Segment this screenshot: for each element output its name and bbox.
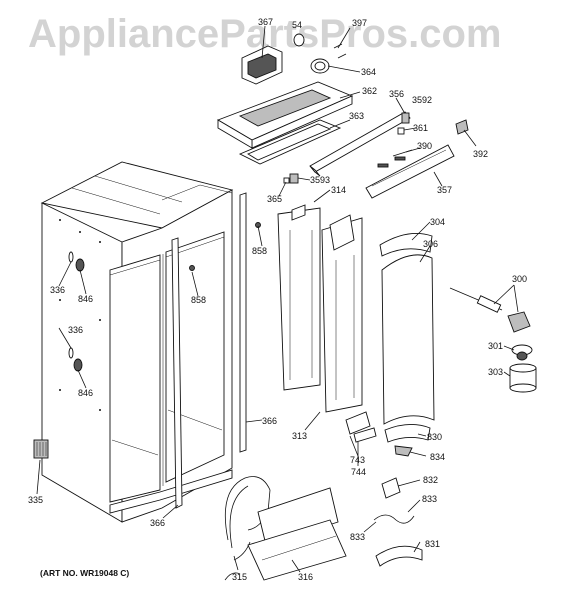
part-label-362: 362 <box>362 86 377 96</box>
part-label-357: 357 <box>437 185 452 195</box>
part-label-336-lower: 336 <box>68 325 83 335</box>
part-label-3593: 3593 <box>310 175 330 185</box>
part-label-392: 392 <box>473 149 488 159</box>
part-label-833-left: 833 <box>350 532 365 542</box>
part-label-833-right: 833 <box>422 494 437 504</box>
part-label-858-upper: 858 <box>252 246 267 256</box>
duct-panels <box>277 204 363 413</box>
part-label-315: 315 <box>232 572 247 582</box>
part-label-356: 356 <box>389 89 404 99</box>
part-label-744: 744 <box>351 467 366 477</box>
part-label-306: 306 <box>423 239 438 249</box>
part-label-830: 830 <box>427 432 442 442</box>
art-number: (ART NO. WR19048 C) <box>40 568 130 578</box>
part-label-301: 301 <box>488 341 503 351</box>
part-label-300: 300 <box>512 274 527 284</box>
dispenser-cover <box>379 233 435 443</box>
cabinet-drawing <box>33 161 234 523</box>
part-label-335: 335 <box>28 495 43 505</box>
part-label-858-lower: 858 <box>191 295 206 305</box>
top-assembly <box>216 33 469 199</box>
part-label-314: 314 <box>331 185 346 195</box>
bottom-assembly <box>224 476 347 581</box>
part-label-303: 303 <box>488 367 503 377</box>
part-label-390: 390 <box>417 141 432 151</box>
part-label-846-upper: 846 <box>78 294 93 304</box>
part-label-397: 397 <box>352 18 367 28</box>
part-label-367: 367 <box>258 17 273 27</box>
dispenser-components <box>449 287 537 393</box>
part-label-366-left: 366 <box>150 518 165 528</box>
part-label-316: 316 <box>298 572 313 582</box>
leader-lines <box>36 25 519 573</box>
lower-components <box>345 411 423 567</box>
part-label-336-upper: 336 <box>50 285 65 295</box>
part-label-54: 54 <box>292 20 302 30</box>
part-label-831: 831 <box>425 539 440 549</box>
part-label-363: 363 <box>349 111 364 121</box>
gasket-strips <box>171 192 261 509</box>
part-label-834: 834 <box>430 452 445 462</box>
part-label-3592: 3592 <box>412 95 432 105</box>
part-label-364: 364 <box>361 67 376 77</box>
part-label-313: 313 <box>292 431 307 441</box>
part-label-743: 743 <box>350 455 365 465</box>
part-labels: 367 54 397 364 362 356 3592 363 361 392 … <box>28 17 527 582</box>
part-label-361: 361 <box>413 123 428 133</box>
part-label-366-right: 366 <box>262 416 277 426</box>
part-label-365: 365 <box>267 194 282 204</box>
part-label-846-lower: 846 <box>78 388 93 398</box>
part-label-832: 832 <box>423 475 438 485</box>
part-label-304: 304 <box>430 217 445 227</box>
